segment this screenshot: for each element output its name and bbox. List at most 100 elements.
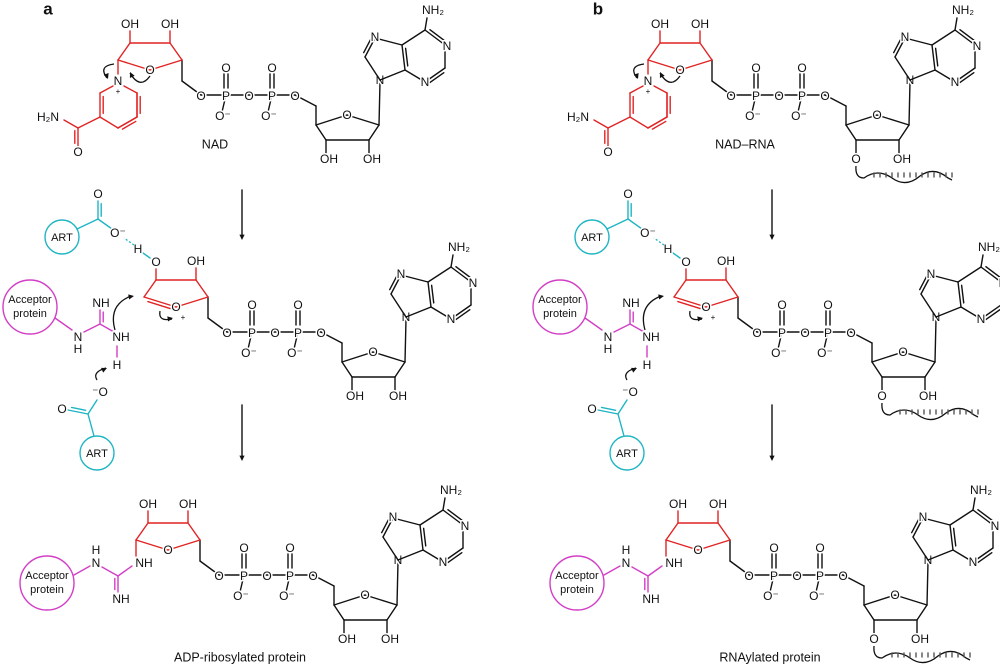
bond: [850, 331, 873, 344]
acceptor-label: protein: [560, 584, 594, 596]
atom-label: H: [604, 342, 613, 356]
art-enzyme-top: [44, 219, 80, 255]
atom-label: N: [439, 555, 448, 569]
atom-label: N: [604, 330, 613, 344]
atom-label: O⁻: [287, 346, 303, 360]
acceptor-protein-bottom: [19, 555, 75, 611]
double-bond: [442, 509, 464, 526]
bond: [863, 594, 896, 606]
bond: [902, 351, 936, 363]
bond: [379, 69, 406, 81]
atom-label: P: [816, 569, 824, 583]
double-bond: [980, 304, 1000, 320]
bond: [845, 114, 878, 126]
art-label: ART: [51, 232, 73, 244]
bond: [824, 94, 847, 107]
bond: [368, 124, 380, 141]
atom-label: O: [752, 326, 761, 340]
bond: [364, 56, 381, 81]
atom-label: NH: [112, 592, 129, 606]
double-bond: [985, 309, 1000, 321]
double-bond: [429, 72, 445, 84]
bond: [931, 29, 956, 46]
double-bond: [920, 274, 932, 295]
atom-label: O⁻: [279, 589, 295, 603]
atom-label: ⁻O: [622, 385, 638, 399]
ribose-bond: [117, 59, 151, 71]
bond: [99, 323, 115, 333]
bond: [908, 81, 911, 126]
bond: [392, 517, 421, 526]
bond: [394, 361, 406, 378]
bond: [954, 17, 958, 31]
double-bond: [364, 37, 376, 58]
atom-label: O⁻: [233, 589, 249, 603]
art-label: ART: [581, 232, 603, 244]
atom-label: NH₂: [440, 483, 462, 497]
atom-label: O: [797, 61, 806, 75]
atom-label: OH: [389, 389, 407, 403]
bond: [404, 69, 426, 83]
ribose-bond: [169, 42, 183, 61]
atom-label: N: [973, 39, 982, 53]
atom-label: N: [951, 75, 960, 89]
oh-bond: [672, 252, 681, 259]
double-bond: [70, 406, 87, 411]
atom-label: O: [368, 345, 377, 359]
atom-label: O: [693, 543, 702, 557]
atom-label: N: [901, 30, 910, 44]
ribose-bond: [665, 539, 699, 551]
curved-arrow-head: [697, 316, 703, 322]
oh-bond: [142, 252, 151, 259]
atom-label: H₂N: [567, 110, 589, 124]
bond: [419, 509, 444, 526]
atom-label: O: [360, 588, 369, 602]
double-bond: [597, 409, 619, 415]
atom-label: +: [116, 87, 121, 96]
atom-label: P: [268, 89, 276, 103]
bond: [207, 317, 228, 333]
ribose-bond: [705, 296, 739, 308]
ribose-bond: [187, 522, 201, 541]
double-bond: [455, 309, 471, 321]
atom-label: N: [919, 510, 928, 524]
double-bond: [388, 275, 398, 291]
double-bond: [382, 517, 394, 538]
atom-label: P: [222, 89, 230, 103]
curved-arrow-head: [129, 72, 135, 78]
atom-label: NH: [665, 556, 682, 570]
atom-label: O: [57, 402, 66, 416]
bond: [397, 549, 424, 561]
double-bond: [447, 552, 463, 564]
bond: [63, 119, 79, 129]
bond: [424, 17, 428, 31]
curved-arrow-head: [633, 73, 639, 79]
curved-arrow-head: [659, 72, 665, 78]
panel-letter: b: [593, 0, 603, 18]
rna-strand: [855, 165, 953, 184]
atom-label: N: [622, 556, 631, 570]
bond: [952, 549, 974, 563]
bond: [960, 306, 982, 320]
bond: [920, 293, 937, 318]
bond: [77, 116, 101, 129]
bond: [629, 116, 649, 129]
atom-label: O: [244, 89, 253, 103]
bond: [603, 565, 621, 576]
atom-label: O: [769, 541, 778, 555]
bond: [181, 80, 202, 96]
bond: [239, 574, 245, 593]
double-bond: [450, 304, 472, 320]
bond: [422, 549, 444, 563]
atom-label: N: [389, 510, 398, 524]
double-bond: [977, 508, 993, 521]
ribose-bond: [665, 522, 679, 541]
atom-label: NH: [642, 330, 659, 344]
atom-label: O⁻: [640, 226, 656, 240]
atom-label: O: [800, 326, 809, 340]
bond: [845, 124, 857, 141]
bond: [123, 85, 138, 94]
atom-label: N: [469, 276, 478, 290]
atom-label: N: [114, 74, 123, 88]
atom-label: N: [977, 312, 986, 326]
